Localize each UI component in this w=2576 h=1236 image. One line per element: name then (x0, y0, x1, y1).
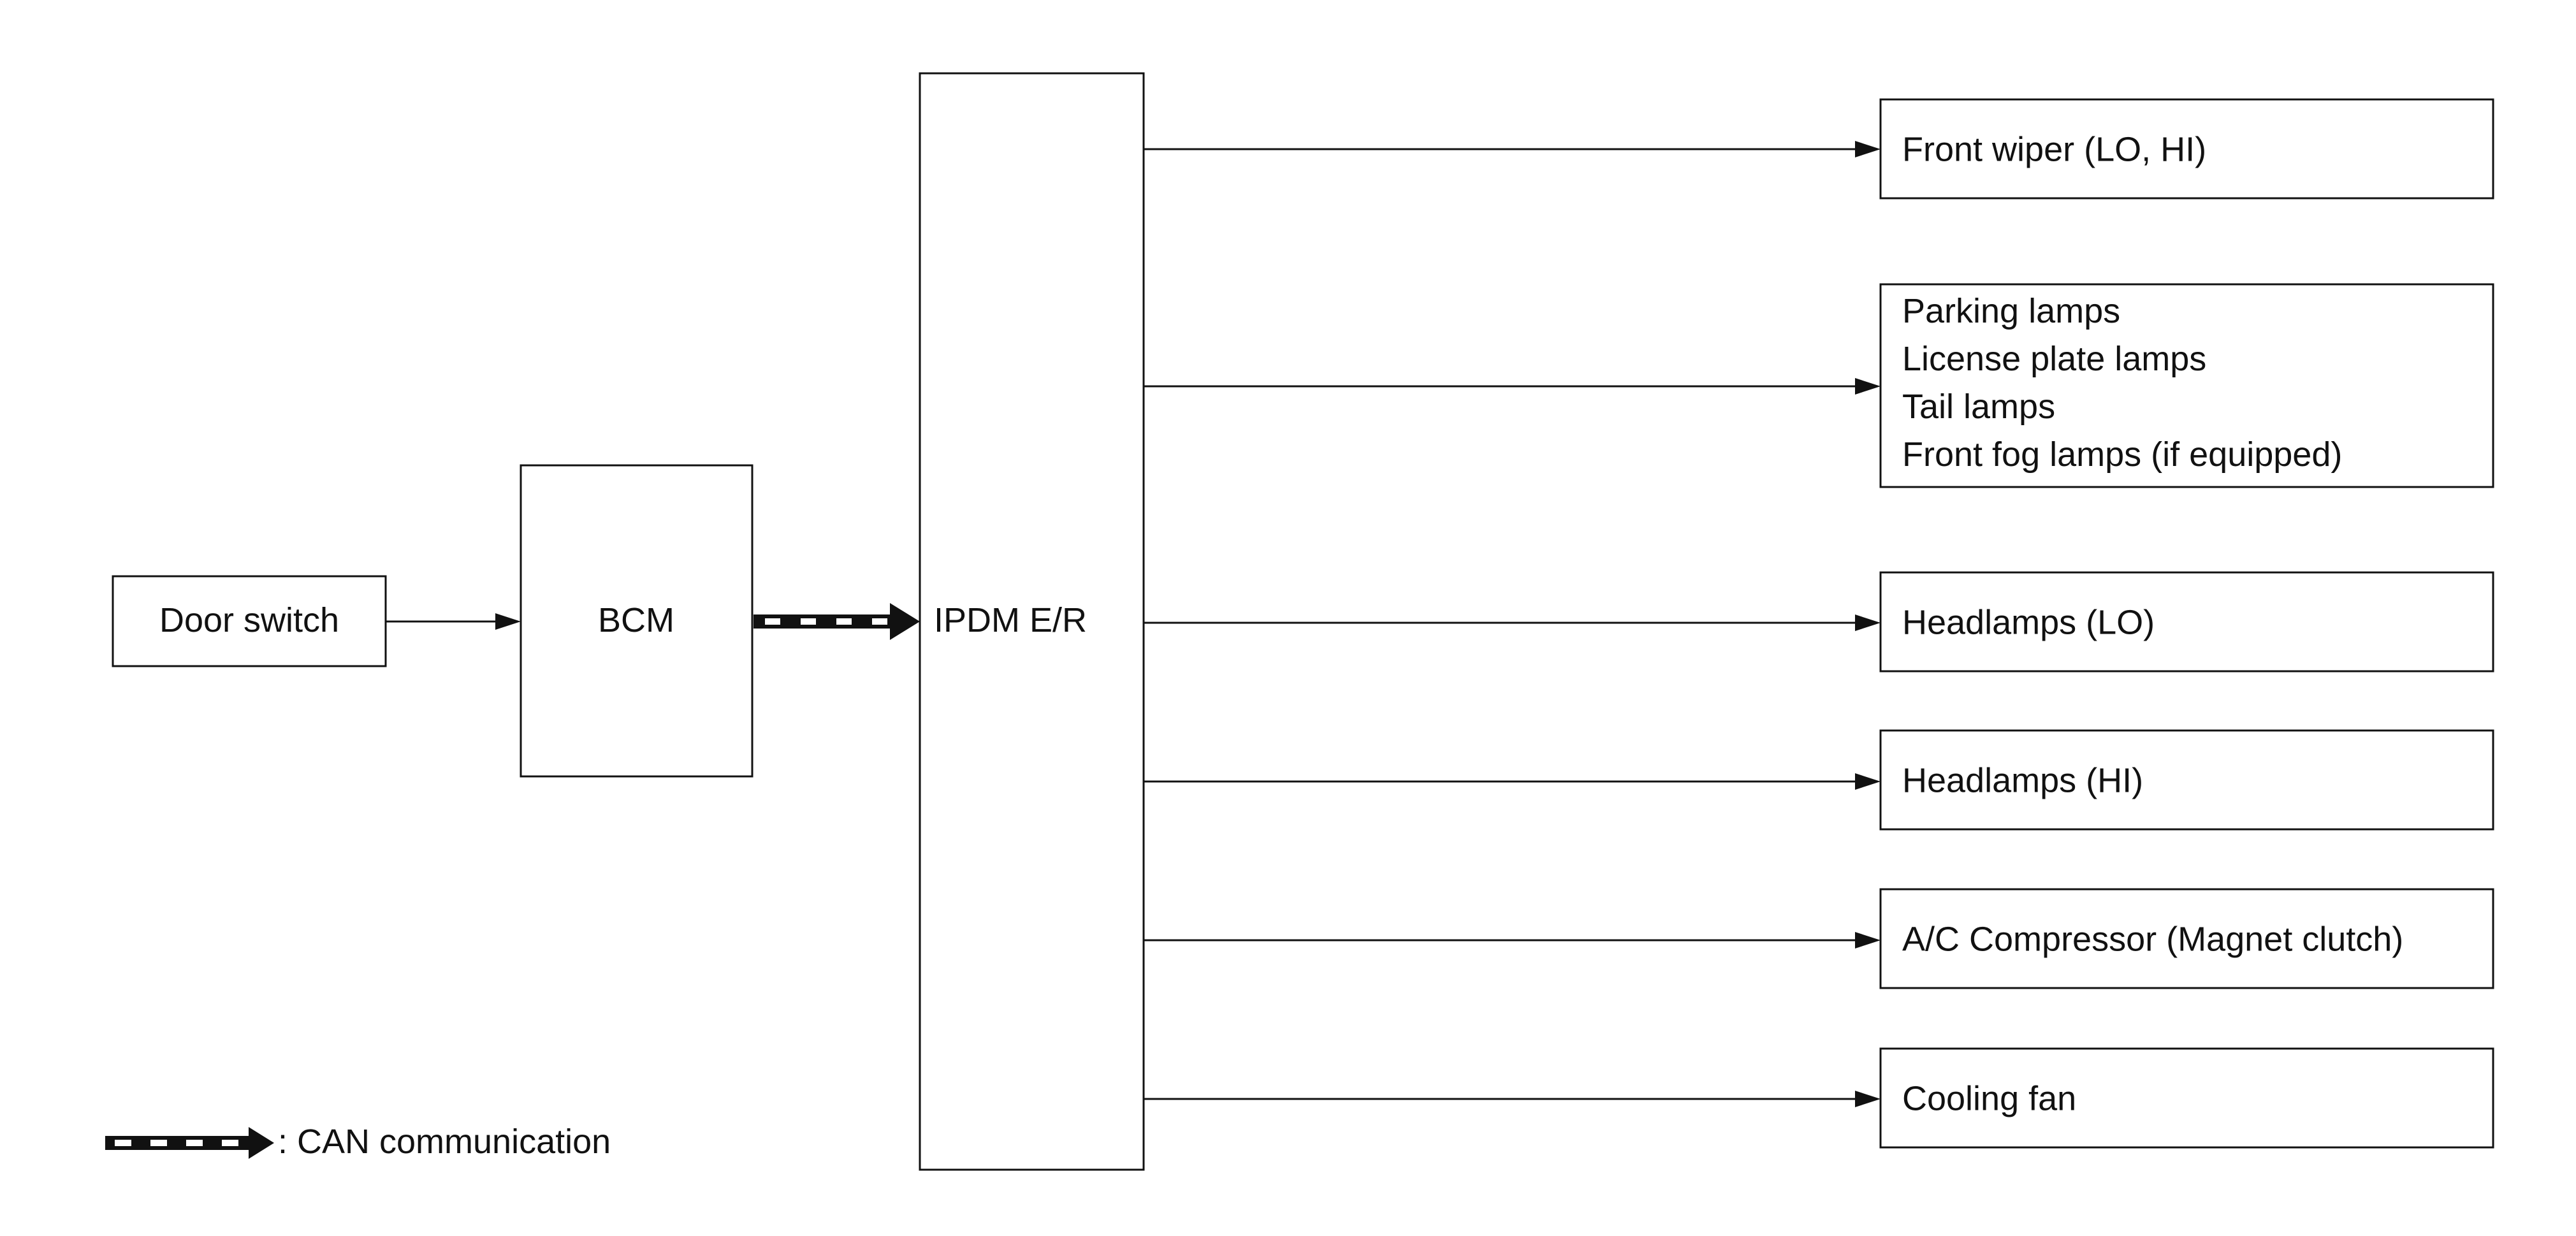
output-box (1879, 729, 2494, 831)
output-box (1879, 98, 2494, 200)
bcm-label: BCM (598, 601, 674, 639)
door-switch-to-bcm-arrow (386, 613, 521, 630)
ipdm-er-label: IPDM E/R (934, 601, 1087, 639)
arrowhead-icon (1855, 1091, 1881, 1107)
output-3: Headlamps (LO) (1144, 571, 2494, 673)
arrowhead-icon (1855, 378, 1881, 395)
arrowhead-icon (1855, 614, 1881, 631)
output-4: Headlamps (HI) (1144, 729, 2494, 831)
output-connections: Front wiper (LO, HI) Parking lampsLicense… (1144, 98, 2494, 1149)
can-communication-arrow (753, 603, 920, 640)
door-switch-module: Door switch (112, 575, 387, 667)
arrowhead-icon (1855, 141, 1881, 157)
door-switch-box (112, 575, 387, 667)
output-label: Headlamps (HI) (1902, 762, 2143, 800)
output-5: A/C Compressor (Magnet clutch) (1144, 888, 2494, 989)
output-label: Parking lamps (1902, 292, 2120, 330)
output-1: Front wiper (LO, HI) (1144, 98, 2494, 200)
output-box (1879, 283, 2494, 488)
ipdm-er-module: IPDM E/R (919, 72, 1145, 1171)
output-label: Front wiper (LO, HI) (1902, 131, 2206, 169)
bcm-module: BCM (520, 464, 753, 778)
legend-can-arrow-icon (105, 1127, 274, 1159)
arrowhead-icon (1855, 932, 1881, 949)
door-switch-label: Door switch (159, 601, 339, 639)
legend-can-label: : CAN communication (278, 1123, 611, 1161)
bcm-box (520, 464, 753, 778)
output-label: Cooling fan (1902, 1080, 2076, 1118)
output-box (1879, 888, 2494, 989)
output-label: Tail lamps (1902, 388, 2055, 426)
output-box (1879, 571, 2494, 673)
output-label: License plate lamps (1902, 340, 2206, 378)
output-label: Front fog lamps (if equipped) (1902, 435, 2342, 474)
output-6: Cooling fan (1144, 1047, 2494, 1149)
output-box (1879, 1047, 2494, 1149)
output-label: Headlamps (LO) (1902, 604, 2155, 642)
output-label: A/C Compressor (Magnet clutch) (1902, 920, 2403, 959)
ipdm-er-box (919, 72, 1145, 1171)
legend: : CAN communication (105, 1123, 611, 1161)
arrowhead-icon (1855, 773, 1881, 790)
